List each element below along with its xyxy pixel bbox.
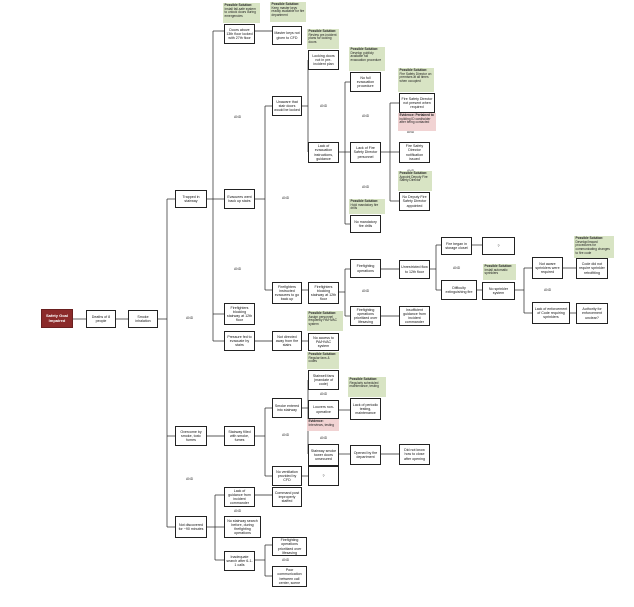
opened-by-box: Opened by fire department (350, 445, 381, 465)
solution-note: Possible Solution:Install fail-safe syst… (223, 3, 260, 23)
and-gate-label: AND (234, 267, 242, 271)
no-ventilation-box: No ventilation provided by CFD (272, 466, 302, 486)
and-gate-label: AND (362, 185, 370, 189)
master-keys-box: Master keys not given to CFD (272, 26, 302, 45)
stairway-smoke-box: Stairway filled with smoke, fumes (224, 426, 255, 446)
lack-guidance-box: Lack of guidance from incident commander (224, 487, 255, 507)
and-gate-label: AND (320, 392, 328, 396)
no-pa-box: No access to PA/HVAC system (308, 333, 339, 351)
trapped-stairway-box: Trapped in stairway (175, 190, 207, 208)
and-gate-label: AND (186, 316, 194, 320)
and-gate-label: AND (320, 436, 328, 440)
authority-unclear-box: Authority for enforcement unclear? (576, 303, 608, 324)
did-not-know-box: Did not know how to close after opening (399, 444, 430, 465)
top-event-box: Safety Goal Impaired (41, 309, 73, 328)
and-gate-label: AND (282, 558, 290, 562)
and-gate-label: AND (362, 289, 370, 293)
tree-edges (73, 30, 576, 577)
doors-locked-box: Doors above 13th floor locked with 27th … (224, 24, 255, 44)
and-gate-label: AND (234, 115, 242, 119)
and-gate-label: AND (544, 288, 552, 292)
not-discovered-box: Not discovered for ~90 minutes (175, 516, 207, 538)
ff-priority-2-box: Firefighting operations prioritized over… (272, 537, 307, 556)
code-no-retro-box: Code did not require sprinkler retrofitt… (576, 258, 608, 279)
and-gate-label: AND (282, 196, 290, 200)
not-aware-sprinklers-box: Not aware sprinklers were required (532, 257, 563, 279)
solution-note: Possible Solution:Keep master keys readi… (270, 2, 306, 22)
lack-enforcement-box: Lack of enforcement of Code requiring sp… (532, 302, 570, 324)
evidence-note: Evidence:Interviews, testing (307, 419, 339, 431)
solution-note: Possible Solution:Regularly scheduled ma… (348, 377, 386, 397)
solution-note: Possible Solution:Assign personnel frequ… (307, 311, 343, 331)
and-gate-label: AND (186, 477, 194, 481)
solution-note: Possible Solution:Hold mandatory fire dr… (349, 199, 385, 214)
solution-note: Possible Solution:Regular fans & codes (307, 352, 339, 369)
and-gate-label: AND (234, 509, 242, 513)
and-gate-label: AND (282, 433, 290, 437)
command-post-box: Command post improperly staffed (272, 487, 302, 507)
smoke-inhalation-box: Smoke inhalation (128, 310, 158, 328)
solution-note: Possible Solution:Review pre-incident pl… (307, 29, 339, 49)
no-deputy-fsd-box: No Deputy Fire Safety Director appointed (399, 192, 430, 211)
solution-note: Possible Solution:Install automatic spri… (483, 264, 516, 280)
smoke-entered-box: Smoke entered into stairway (272, 398, 302, 418)
stairwell-fans-box: Stairwell fans (mandate of code) (308, 370, 339, 390)
pressure-evac-box: Pressure fed to evacuate by stairs (224, 331, 255, 351)
fire-storage-box: Fire began in storage closet (441, 237, 472, 255)
no-sprinkler-box: No sprinkler system (482, 282, 515, 300)
no-search-box: No stairway search before, during firefi… (224, 516, 261, 538)
lack-fsd-box: Lack of Fire Safety Director personnel (350, 142, 381, 163)
unrestricted-flow-box: Unrestricted flow to 12th floor (399, 260, 430, 279)
no-evac-procedure-box: No full evacuation procedure (350, 72, 381, 92)
unknown-cause-box: ? (482, 237, 515, 255)
and-gate-label: AND (362, 114, 370, 118)
and-gate-label: AND (453, 266, 461, 270)
difficulty-fire-box: Difficulty extinguishing fire (441, 280, 477, 300)
poor-comm-box: Poor communication between call center, … (272, 566, 307, 587)
solution-note: Possible Solution:Develop/Inward procedu… (574, 236, 614, 258)
overcome-smoke-box: Overcome by smoke, toxic fumes (175, 426, 207, 446)
fsd-notified-box: Fire Safety Director notification issued (399, 142, 430, 163)
solution-note: Possible Solution:Develop publicly avail… (349, 47, 385, 71)
locking-doors-box: Locking doors not in pre-incident plan (308, 50, 339, 70)
inadequate-search-box: Inadequate search after 6-1-1 calls (224, 551, 255, 571)
and-gate-label: AND (320, 104, 328, 108)
and-gate-label: AND (407, 130, 415, 134)
unaware-locked-box: Unaware that stair doors would be locked (272, 96, 302, 116)
lack-evacuation-box: Lack of evacuation instructions, guidanc… (308, 142, 339, 163)
ff-priority-box: Firefighting operations prioritized over… (350, 306, 381, 326)
no-mandatory-drills-box: No mandatory fire drills (350, 215, 381, 233)
ff-blocking-12-box: Firefighters blocking stairway at 12th f… (308, 282, 339, 304)
ff-blocking-box: Firefighters blocking stairway at 12th f… (224, 303, 255, 325)
fsd-not-present-box: Fire Safety Director not present when re… (399, 93, 435, 113)
solution-note: Possible Solution:Fire Safety Director o… (398, 68, 434, 92)
lack-testing-box: Lack of periodic testing, maintenance (350, 398, 381, 420)
deaths-box: Deaths of 8 people (86, 310, 116, 328)
unknown-vent-box: ? (308, 466, 339, 486)
stairway-door-box: Stairway smoke tower doors unsecured (308, 444, 339, 466)
louvers-box: Louvers non-operative (308, 400, 339, 419)
ff-ops-box: Firefighting operations (350, 259, 381, 278)
solution-note: Possible Solution:Appoint Deputy Fire Sa… (398, 171, 432, 191)
evacuees-up-box: Evacuees went back up stairs (224, 189, 255, 209)
ff-instructed-box: Firefighters instructed evacuees to go b… (272, 282, 302, 304)
not-directed-box: Not directed away from fire stairs (272, 331, 302, 351)
insufficient-guidance-box: Insufficient guidance from incident comm… (399, 306, 430, 326)
